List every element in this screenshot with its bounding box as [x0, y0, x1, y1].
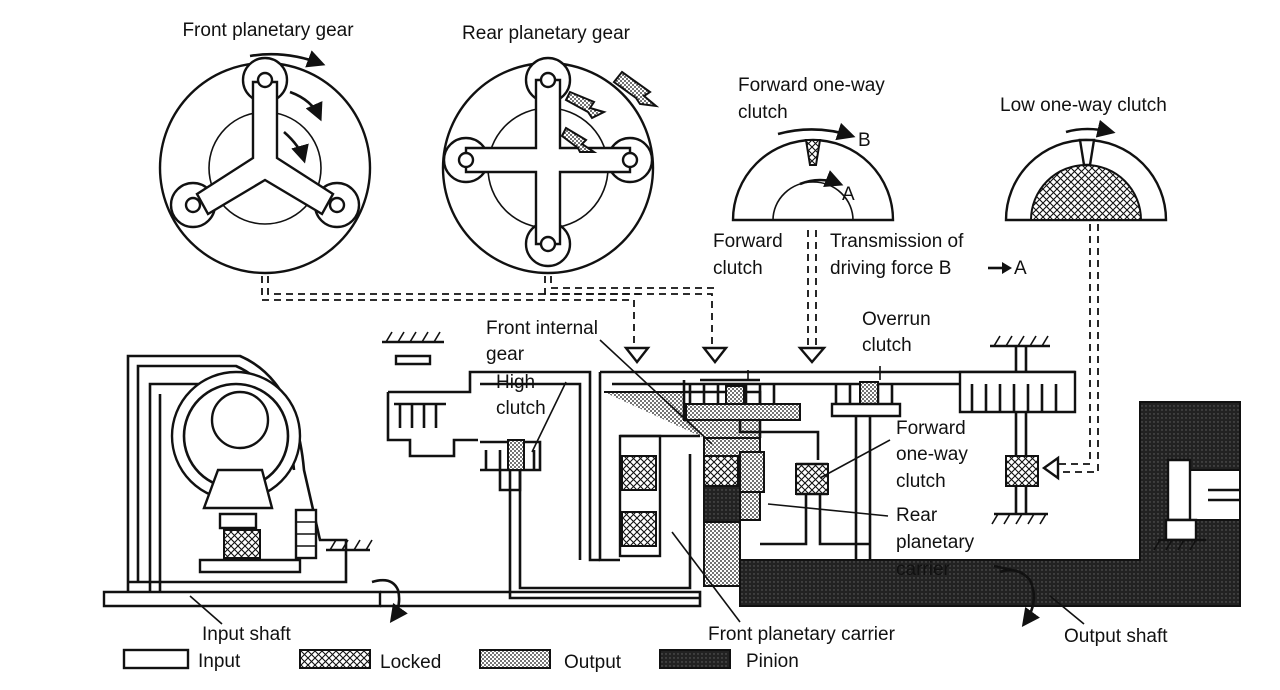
- legend-label-output: Output: [564, 652, 622, 673]
- low-clutch-assembly: [958, 335, 1077, 525]
- label-forward-oneway-mid-line1: Forward: [896, 418, 966, 439]
- label-low-oneway-clutch: Low one-way clutch: [1000, 95, 1167, 116]
- label-front-internal-gear-line2: gear: [486, 344, 525, 365]
- forward-oneway-clutch-figure: [731, 122, 895, 222]
- label-front-internal-gear-line1: Front internal: [486, 318, 598, 339]
- low-oneway-clutch-figure: [1004, 119, 1168, 222]
- label-overrun-clutch-line1: Overrun: [862, 309, 931, 330]
- forward-oneway-mid: [760, 462, 870, 546]
- transmission-arrowhead-icon: [1002, 262, 1012, 274]
- planetary-core: [604, 378, 765, 587]
- label-high-clutch-line2: clutch: [496, 398, 546, 419]
- torque-converter: [126, 354, 373, 592]
- label-front-planetary-carrier: Front planetary carrier: [708, 624, 896, 645]
- output-drum: [739, 401, 1241, 627]
- legend-swatch-input: [122, 648, 190, 670]
- legend-swatch-output: [479, 649, 551, 669]
- legend: Input Locked Output Pinion: [122, 648, 799, 673]
- legend-label-locked: Locked: [380, 652, 441, 673]
- label-rear-carrier-line1: Rear: [896, 505, 938, 526]
- label-output-shaft: Output shaft: [1064, 626, 1168, 647]
- dashed-flow-lines: [261, 224, 1099, 481]
- input-shaft: [102, 578, 702, 623]
- label-forward-clutch-line1: Forward: [713, 231, 783, 252]
- label-input-shaft: Input shaft: [202, 624, 291, 645]
- legend-label-pinion: Pinion: [746, 651, 799, 672]
- label-transmission-line1: Transmission of: [830, 231, 964, 252]
- label-letter-a: A: [842, 184, 855, 205]
- label-letter-b: B: [858, 130, 871, 151]
- leader-lines: [189, 339, 1085, 625]
- forward-clutch-pack: [685, 384, 820, 460]
- label-forward-oneway-mid-line2: one-way: [896, 444, 968, 465]
- rear-planetary-gear-figure: [441, 56, 660, 275]
- clutch-housing: [382, 331, 1075, 600]
- label-rear-planetary-gear: Rear planetary gear: [462, 23, 631, 44]
- label-rear-carrier-line3: carrier: [896, 559, 951, 580]
- front-planetary-gear-figure: [158, 50, 372, 275]
- label-transmission-line2: driving force B: [830, 258, 951, 279]
- legend-swatch-locked: [299, 649, 371, 669]
- label-forward-oneway-top-line1: Forward one-way: [738, 75, 885, 96]
- label-high-clutch-line1: High: [496, 372, 535, 393]
- label-forward-oneway-top-line2: clutch: [738, 102, 788, 123]
- label-front-planetary-gear: Front planetary gear: [182, 20, 354, 41]
- label-overrun-clutch-line2: clutch: [862, 335, 912, 356]
- legend-label-input: Input: [198, 651, 241, 672]
- label-rear-carrier-line2: planetary: [896, 532, 975, 553]
- overrun-clutch-pack: [830, 381, 902, 560]
- label-transmission-line3: A: [1014, 258, 1027, 279]
- legend-swatch-pinion: [659, 649, 731, 669]
- label-forward-oneway-mid-line3: clutch: [896, 471, 946, 492]
- label-forward-clutch-line2: clutch: [713, 258, 763, 279]
